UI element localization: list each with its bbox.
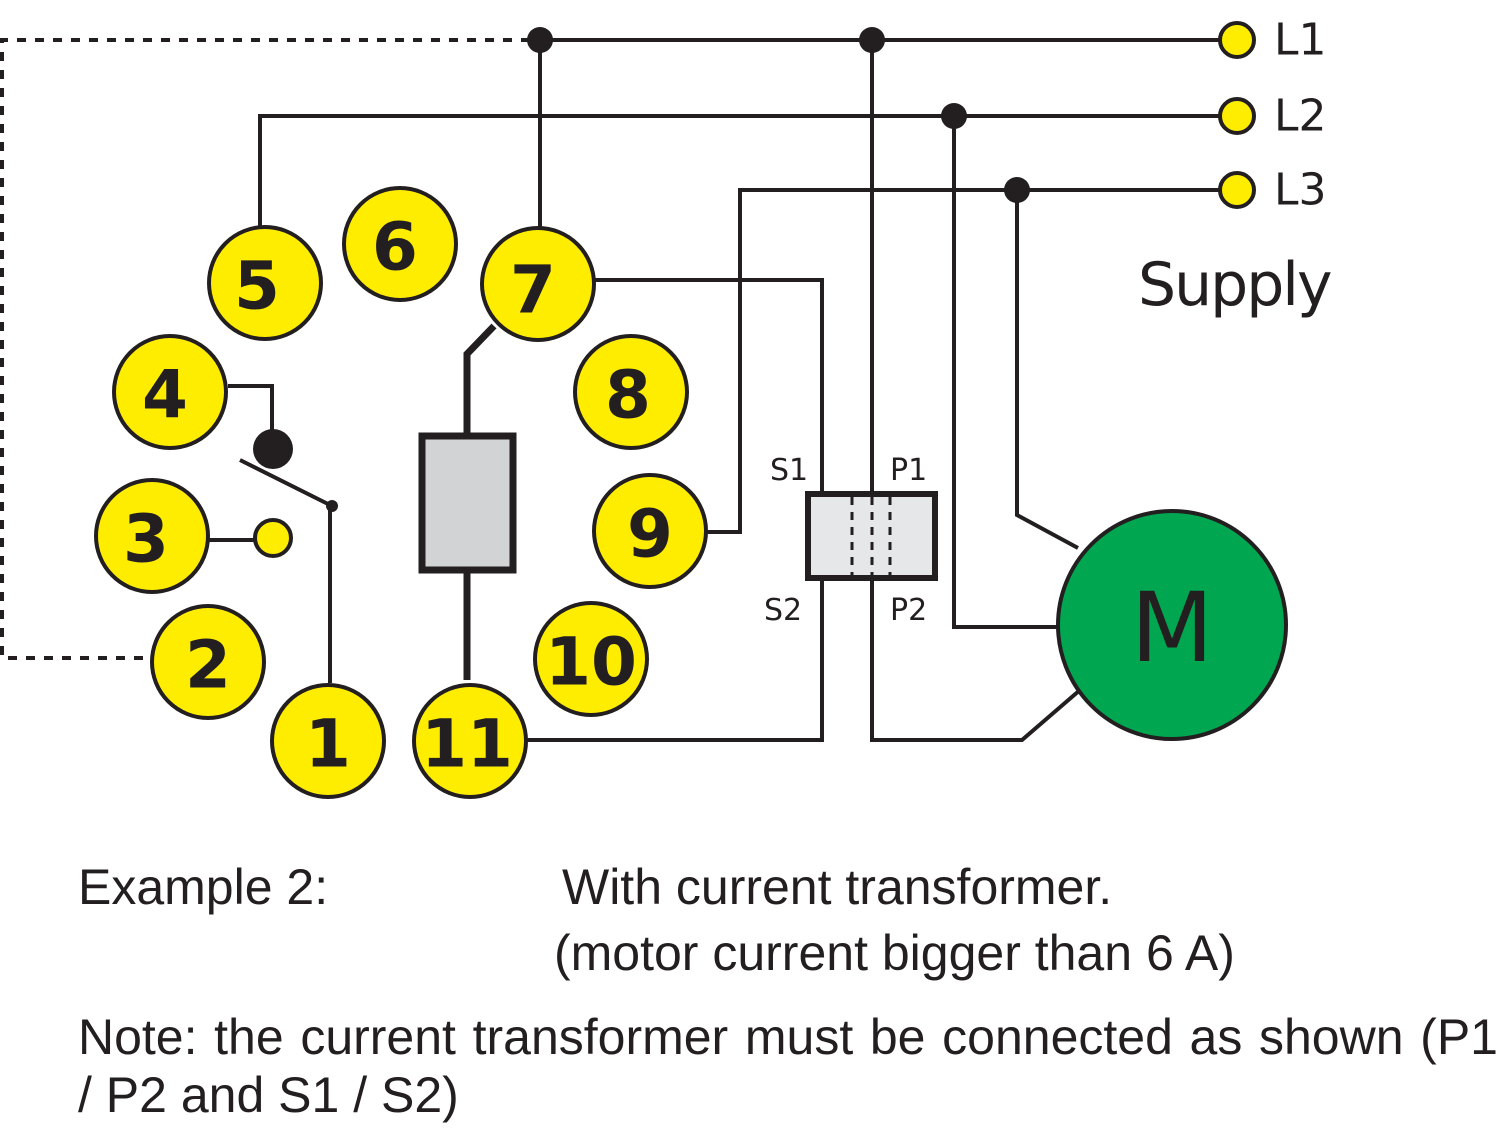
relay-coil xyxy=(418,432,517,574)
pin-7: 7 xyxy=(480,226,596,342)
ct-label-p1: P1 xyxy=(890,453,927,488)
supply-line-l2 xyxy=(258,114,1222,226)
pin-3: 3 xyxy=(94,478,210,594)
contact-terminal-3 xyxy=(253,518,293,558)
pin-11-label: 11 xyxy=(421,706,513,783)
junction-l3-motor xyxy=(1004,177,1030,203)
ct-label-s1: S1 xyxy=(770,453,808,488)
pin-3-label: 3 xyxy=(123,501,169,578)
wire-pin4-contact xyxy=(228,384,274,440)
pin-9: 9 xyxy=(592,473,708,589)
pin-4-label: 4 xyxy=(142,357,188,434)
pin-1-label: 1 xyxy=(305,706,351,783)
motor-label: M xyxy=(1131,572,1214,684)
pin-6: 6 xyxy=(342,186,458,302)
pin-7-label: 7 xyxy=(510,252,556,329)
coil-lead-top xyxy=(463,323,497,436)
terminal-l3 xyxy=(1218,171,1256,209)
pin-8: 8 xyxy=(573,334,689,450)
caption-note: Note: the current transformer must be co… xyxy=(78,1009,1498,1123)
terminal-l1 xyxy=(1218,21,1256,59)
label-l1: L1 xyxy=(1274,15,1327,66)
current-transformer xyxy=(805,491,938,581)
pin-9-label: 9 xyxy=(627,496,673,573)
dashed-link-l1-pin2 xyxy=(0,38,530,660)
pin-6-label: 6 xyxy=(372,209,418,286)
wire-l2-motor xyxy=(952,116,1062,629)
supply-label: Supply xyxy=(1138,250,1331,320)
ct-label-p2: P2 xyxy=(890,593,927,628)
pin-4: 4 xyxy=(112,334,228,450)
junction-l2-motor xyxy=(941,103,967,129)
pin-2-label: 2 xyxy=(185,627,231,704)
ct-label-s2: S2 xyxy=(764,593,802,628)
label-l3: L3 xyxy=(1274,165,1327,216)
wire-l3-motor xyxy=(1015,190,1079,550)
wire-pin7-ct-s1 xyxy=(594,278,824,494)
caption-subtitle: (motor current bigger than 6 A) xyxy=(554,925,1235,981)
junction-l1-motor xyxy=(859,27,885,53)
pin-8-label: 8 xyxy=(605,357,651,434)
terminal-l2 xyxy=(1218,97,1256,135)
label-l2: L2 xyxy=(1274,91,1327,142)
pin-2: 2 xyxy=(150,604,266,720)
motor xyxy=(1056,509,1288,741)
pin-5: 5 xyxy=(207,225,323,341)
junction-l1-pin7 xyxy=(527,27,553,53)
wire-ct-s2-pin11 xyxy=(526,578,824,742)
contact-terminal-4 xyxy=(253,429,293,469)
pin-5-label: 5 xyxy=(234,248,280,325)
pin-10: 10 xyxy=(533,601,649,717)
supply-line-l3 xyxy=(704,188,1222,534)
pin-11: 11 xyxy=(412,683,528,799)
caption-example: Example 2: xyxy=(78,859,329,915)
pin-10-label: 10 xyxy=(545,624,637,701)
caption-title: With current transformer. xyxy=(562,859,1113,915)
pin-1: 1 xyxy=(270,683,386,799)
contact-blade xyxy=(239,458,333,508)
wire-l1-ct-primary-motor xyxy=(870,40,1082,742)
